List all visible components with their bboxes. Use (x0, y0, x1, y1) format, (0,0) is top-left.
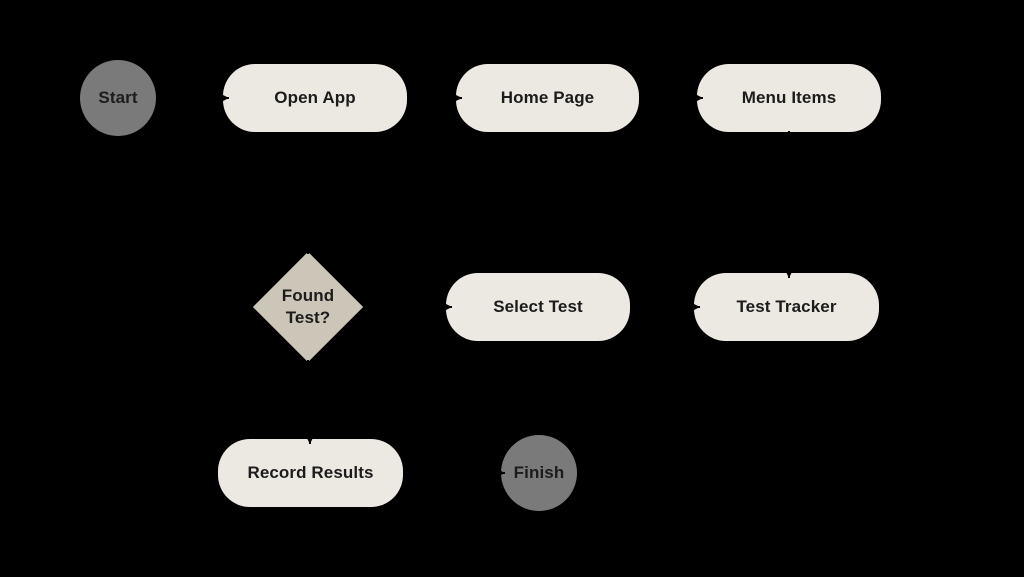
node-label: Test Tracker (736, 297, 837, 316)
node-label: Found Test? (281, 286, 335, 327)
node-label: Select Test (493, 297, 583, 316)
node-record-results: Record Results (218, 439, 403, 507)
node-label: Open App (274, 88, 356, 107)
node-finish: Finish (501, 435, 577, 511)
node-label: Record Results (247, 463, 374, 482)
node-label: Finish (513, 463, 565, 482)
node-menu-items: Menu Items (697, 64, 881, 132)
edge-open-app-found-test (302, 131, 315, 255)
edge-found-test-record-results (303, 359, 316, 445)
node-home-page: Home Page (456, 64, 639, 132)
node-test-tracker: Test Tracker (694, 273, 879, 341)
node-label: Start (98, 88, 138, 107)
node-found-test: Found Test? (252, 251, 364, 363)
node-open-app: Open App (223, 64, 407, 132)
node-select-test: Select Test (446, 273, 630, 341)
node-label: Menu Items (741, 88, 837, 107)
node-label: Home Page (500, 88, 595, 107)
node-start: Start (80, 60, 156, 136)
